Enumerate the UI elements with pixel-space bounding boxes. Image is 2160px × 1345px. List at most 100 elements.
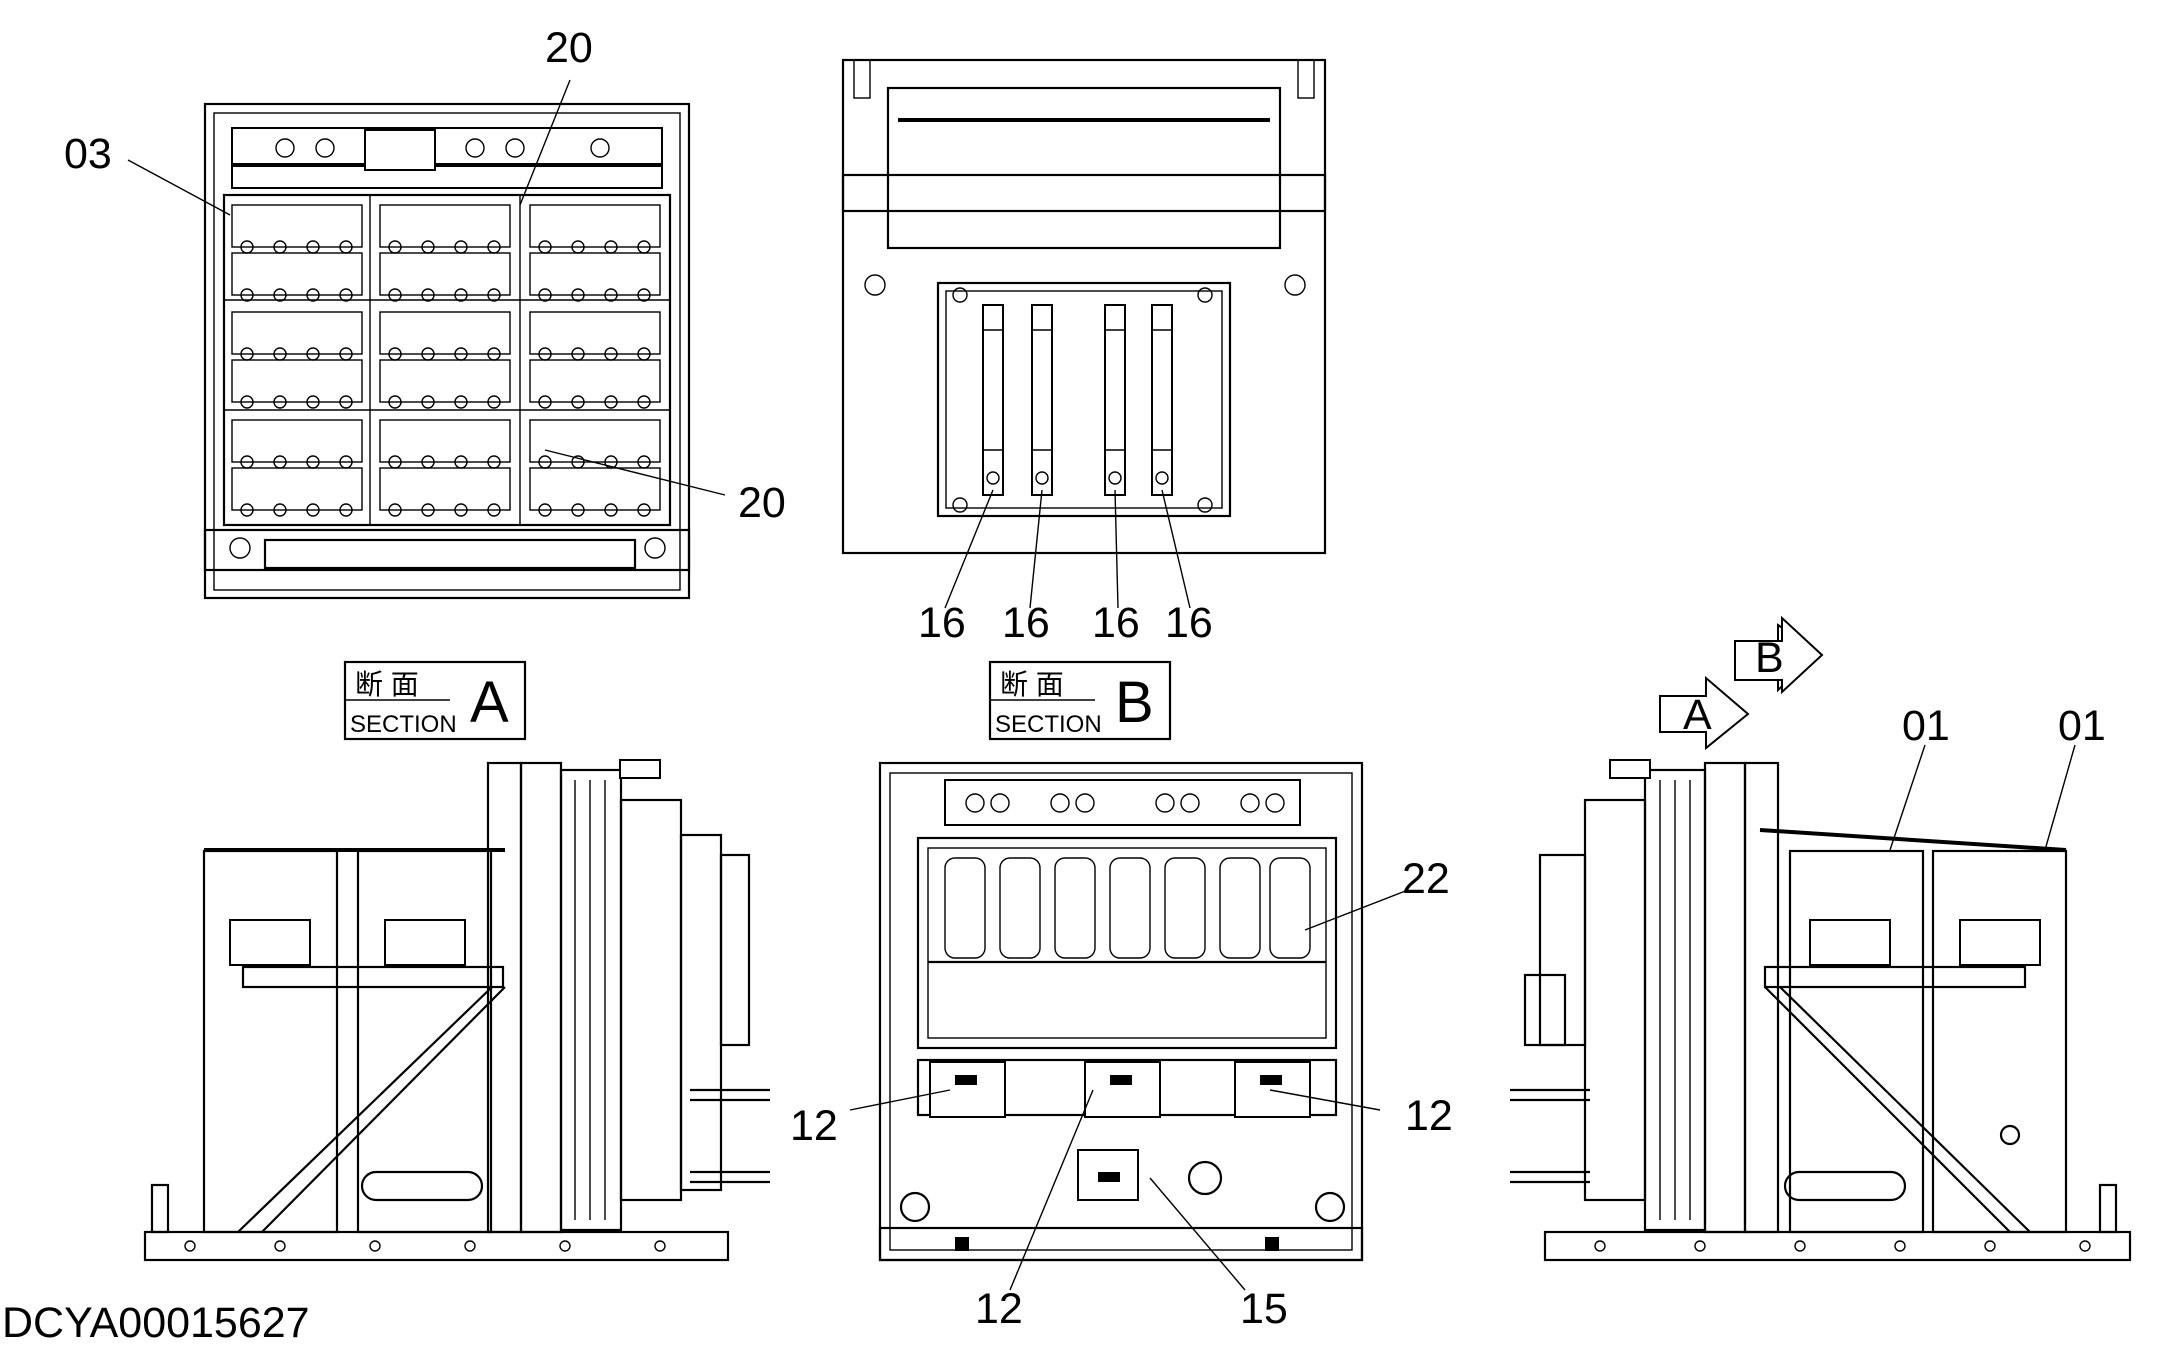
bolt-icon [637, 347, 651, 361]
bolt-icon [240, 455, 254, 469]
bolt-icon [604, 455, 618, 469]
label-22: 22 [1402, 855, 1450, 903]
bolt-icon [306, 455, 320, 469]
bolt-icon [240, 288, 254, 302]
bolt-icon [637, 240, 651, 254]
module-cell [379, 419, 511, 463]
bolt-icon [604, 347, 618, 361]
label-16-c: 16 [1092, 599, 1140, 647]
bolt-icon [571, 503, 585, 517]
bolt-icon [339, 503, 353, 517]
label-16-b: 16 [1002, 599, 1050, 647]
fuse-bolt-icon [1155, 471, 1169, 485]
bolt-icon [571, 395, 585, 409]
bolt-icon [240, 395, 254, 409]
bolt-icon [388, 503, 402, 517]
module-cell [231, 419, 363, 463]
bolt-icon [339, 455, 353, 469]
bolt-icon [388, 288, 402, 302]
label-12-left: 12 [790, 1102, 838, 1150]
module-cell [379, 252, 511, 296]
fuse-bolt-icon [986, 471, 1000, 485]
module-cell [529, 311, 661, 355]
bolt-icon [637, 455, 651, 469]
view-arrow-a: A [1659, 675, 1750, 751]
bolt-icon [240, 347, 254, 361]
card-slot [1109, 857, 1151, 959]
bolt-icon [487, 288, 501, 302]
label-16-d: 16 [1165, 599, 1213, 647]
bolt-icon [538, 347, 552, 361]
bolt-icon [388, 395, 402, 409]
card-slot [1269, 857, 1311, 959]
module-cell [379, 311, 511, 355]
label-01-left: 01 [1902, 702, 1950, 750]
bolt-icon [273, 288, 287, 302]
bolt-icon [421, 240, 435, 254]
bolt-icon [240, 240, 254, 254]
bolt-icon [454, 347, 468, 361]
module-cell [529, 252, 661, 296]
section-a-view [143, 759, 770, 1262]
label-03: 03 [64, 130, 112, 178]
bolt-icon [571, 240, 585, 254]
bolt-icon [273, 395, 287, 409]
bolt-icon [604, 503, 618, 517]
bolt-icon [487, 240, 501, 254]
label-01-right: 01 [2058, 702, 2106, 750]
bolt-icon [454, 395, 468, 409]
section-b-box: 断 面 SECTION B [988, 660, 1172, 741]
module-cell [231, 204, 363, 248]
bolt-icon [538, 288, 552, 302]
bolt-icon [421, 395, 435, 409]
bolt-icon [604, 240, 618, 254]
label-16-a: 16 [918, 599, 966, 647]
module-cell [529, 204, 661, 248]
bolt-icon [421, 455, 435, 469]
view-arrow-a-letter: A [1683, 691, 1712, 739]
bolt-icon [306, 240, 320, 254]
bolt-icon [306, 288, 320, 302]
bolt-icon [571, 288, 585, 302]
bolt-icon [571, 455, 585, 469]
bolt-icon [604, 395, 618, 409]
bolt-icon [538, 503, 552, 517]
bolt-icon [339, 240, 353, 254]
side-view-right [1510, 759, 2132, 1262]
top-left-view [203, 102, 691, 600]
bolt-icon [388, 240, 402, 254]
fuse-bolt-icon [1035, 471, 1049, 485]
bolt-icon [421, 503, 435, 517]
top-center-view [841, 58, 1327, 555]
bolt-icon [388, 347, 402, 361]
fuse [1031, 304, 1053, 496]
bolt-icon [604, 288, 618, 302]
bolt-icon [487, 395, 501, 409]
bolt-icon [339, 395, 353, 409]
bolt-icon [538, 395, 552, 409]
bolt-icon [306, 347, 320, 361]
module-cell [379, 204, 511, 248]
section-a-box: 断 面 SECTION A [343, 660, 527, 741]
bolt-icon [538, 240, 552, 254]
module-cell [231, 359, 363, 403]
bolt-icon [454, 288, 468, 302]
module-cell [529, 419, 661, 463]
section-b-view [878, 761, 1364, 1262]
bolt-icon [538, 455, 552, 469]
section-b-letter: B [1115, 670, 1154, 735]
bolt-icon [273, 503, 287, 517]
bolt-icon [273, 455, 287, 469]
bolt-icon [637, 288, 651, 302]
module-cell [379, 359, 511, 403]
bolt-icon [306, 395, 320, 409]
card-slot [1164, 857, 1206, 959]
label-12-bottom: 12 [975, 1285, 1023, 1333]
bolt-icon [273, 347, 287, 361]
module-cell [231, 311, 363, 355]
label-20-top: 20 [545, 24, 593, 72]
bolt-icon [240, 503, 254, 517]
bolt-icon [339, 347, 353, 361]
module-cell [379, 467, 511, 511]
part-labels: 03 20 20 16 16 16 16 22 12 12 12 15 01 0… [64, 24, 2106, 1333]
